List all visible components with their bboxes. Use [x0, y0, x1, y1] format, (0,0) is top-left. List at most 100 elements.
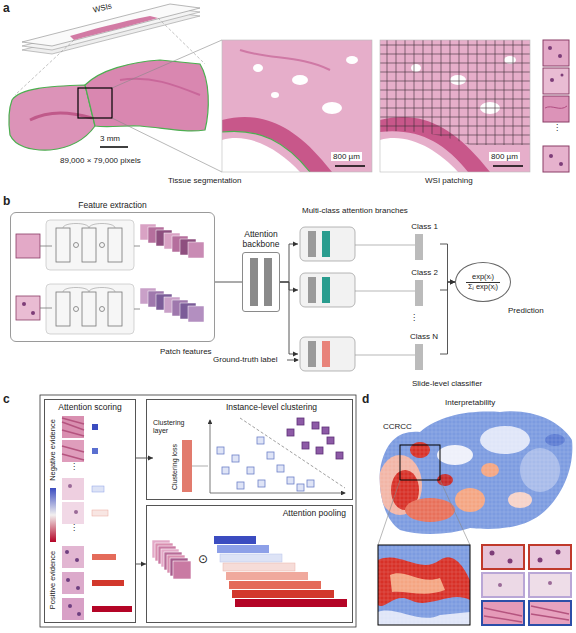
illustration-shape	[222, 117, 332, 172]
illustration-shape	[264, 258, 272, 306]
operator-symbol: ⊙	[198, 553, 208, 567]
input-label: Ground-truth label	[213, 355, 277, 364]
illustration-shape	[62, 572, 84, 594]
formula-denominator: Σⱼ exp(xⱼ)	[466, 282, 500, 292]
illustration-shape	[277, 465, 284, 472]
illustration-shape	[355, 355, 415, 356]
illustration-shape	[543, 146, 569, 172]
illustration-shape	[484, 608, 522, 622]
illustration-shape	[62, 546, 84, 568]
illustration-shape	[378, 545, 470, 625]
panel-c-frame	[40, 395, 356, 627]
illustration-shape	[100, 307, 105, 312]
illustration-shape	[307, 480, 314, 487]
illustration-shape	[220, 554, 282, 562]
illustration-shape	[322, 102, 342, 114]
illustration-shape	[378, 480, 400, 545]
illustration-shape	[336, 452, 343, 459]
class-label: Class 2	[411, 268, 438, 277]
loss-label: Clustering loss	[171, 444, 179, 490]
illustration-shape	[531, 606, 569, 620]
illustration-shape	[327, 437, 334, 444]
class-label: Class N	[410, 332, 438, 341]
module-label: Attention backbone	[229, 230, 293, 250]
illustration-shape	[529, 601, 571, 625]
evidence-label: Negative evidence	[49, 419, 58, 481]
illustration-shape	[62, 418, 84, 436]
illustration-shape	[297, 484, 304, 491]
illustration-shape	[529, 545, 571, 569]
illustration-shape	[100, 146, 128, 148]
scale-label: 3 mm	[100, 134, 120, 143]
illustration-shape	[85, 60, 208, 131]
illustration-shape	[120, 79, 200, 95]
panel-letter: a	[3, 2, 10, 16]
evidence-label: Positive evidence	[49, 551, 58, 609]
feature-label: Patch features	[160, 347, 212, 356]
illustration-shape	[40, 246, 52, 247]
section-heading: Multi-class attention branches	[302, 206, 408, 215]
illustration-shape	[287, 360, 298, 361]
attention-pooling-box: Attention pooling	[146, 505, 353, 623]
step-caption: Tissue segmentation	[168, 176, 242, 185]
illustration-shape	[400, 445, 440, 480]
illustration-shape	[538, 558, 543, 563]
attention-backbone-box: Attention backbone	[242, 252, 280, 312]
illustration-shape	[545, 106, 567, 108]
clustering-layer: Clustering layerClustering loss	[153, 419, 201, 497]
attention-scoring-box: Attention scoring	[44, 399, 136, 623]
illustration-shape	[543, 40, 569, 66]
illustration-shape	[192, 466, 208, 467]
heatmap-patches	[482, 545, 571, 625]
attention-pooling-illustration	[152, 536, 347, 607]
illustration-shape	[300, 337, 355, 371]
module-label: Clustering layer	[153, 419, 193, 434]
scale-label: 800 µm	[489, 152, 520, 161]
illustration-shape	[271, 92, 279, 98]
illustration-shape	[355, 245, 415, 246]
illustration-shape	[322, 231, 330, 257]
illustration-shape	[217, 545, 269, 553]
illustration-shape	[380, 40, 530, 172]
illustration-shape	[316, 447, 323, 454]
formula-numerator: exp(xᵢ)	[470, 273, 496, 282]
section-heading: Instance-level clustering	[147, 403, 352, 413]
illustration-shape	[543, 96, 569, 122]
illustration-shape	[217, 437, 314, 491]
illustration-shape	[237, 482, 244, 489]
illustration-shape	[92, 448, 98, 454]
illustration-shape	[376, 405, 576, 540]
illustration-shape	[62, 478, 84, 500]
tissue-section	[9, 40, 222, 172]
attention-scoring-illustration	[50, 416, 132, 620]
illustration-shape	[240, 50, 330, 70]
module-label: Slide-level classifier	[412, 379, 482, 388]
illustration-shape	[222, 40, 372, 172]
illustration-shape	[40, 308, 52, 309]
illustration-shape	[22, 302, 26, 306]
illustration-shape	[240, 418, 345, 488]
illustration-shape	[508, 559, 513, 564]
illustration-shape	[70, 16, 158, 40]
connector	[136, 458, 153, 459]
ellipsis: ⋮	[70, 523, 78, 532]
step-caption: WSI patching	[425, 176, 473, 185]
illustration-shape	[308, 341, 316, 367]
attention-backbone-bars	[250, 258, 272, 306]
illustration-shape	[63, 288, 115, 293]
illustration-shape	[267, 452, 274, 459]
dimension-label: 89,000 × 79,000 pixels	[60, 156, 141, 165]
attention-branches	[287, 227, 423, 371]
illustration-shape	[188, 242, 204, 258]
illustration-shape	[558, 54, 562, 58]
illustration-shape	[415, 280, 423, 306]
illustration-shape	[322, 277, 330, 303]
illustration-shape	[223, 563, 295, 571]
feature-extraction-box: Feature extraction	[10, 212, 215, 342]
illustration-shape	[16, 234, 40, 258]
zoom-tissue	[222, 40, 372, 172]
illustration-shape	[226, 572, 308, 580]
illustration-shape	[312, 422, 319, 429]
illustration-shape	[302, 442, 309, 449]
